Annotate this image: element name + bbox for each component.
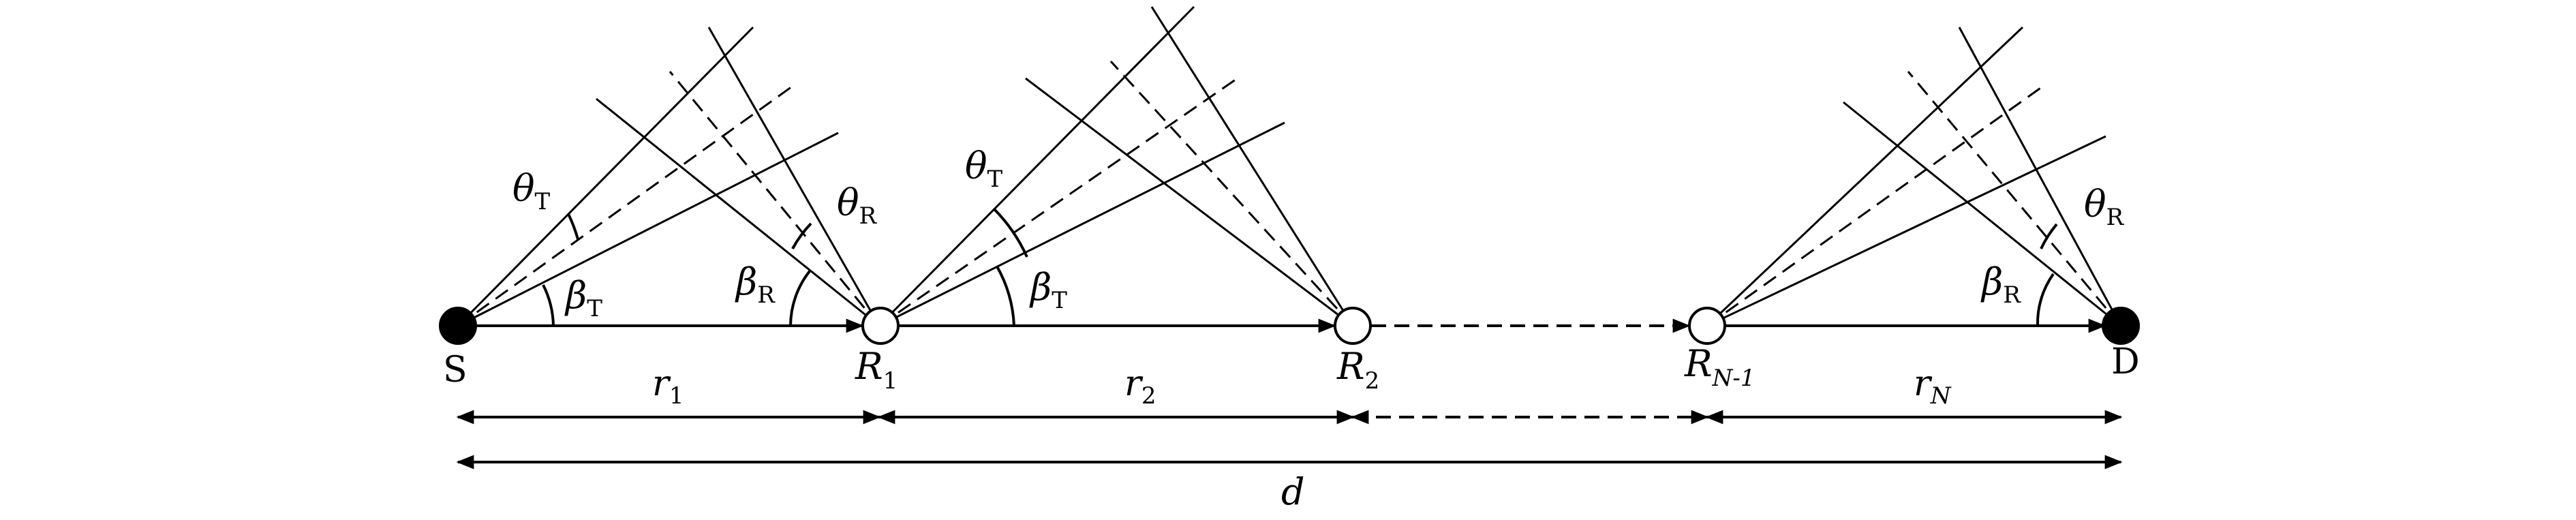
- label-rN-sub: N: [1930, 382, 1952, 410]
- label-relay-N-1: RN-1: [1684, 342, 1755, 392]
- tx-beam-RN1-lower: [1706, 135, 2106, 327]
- tx-beam-R1-lower: [878, 121, 1285, 327]
- rx-beam-R2-upper: [1025, 77, 1353, 327]
- label-d: d: [1281, 470, 1305, 513]
- label-beta-R-D-base: β: [1980, 260, 2003, 303]
- label-beta-R-D-sub: R: [2003, 281, 2021, 309]
- label-beta-R-R1-sub: R: [757, 281, 776, 309]
- label-theta-T-S: θT: [512, 167, 551, 215]
- tx-beam-S-upper: [457, 26, 754, 327]
- label-r2-base: r: [1124, 363, 1144, 404]
- label-theta-T-S-sub: T: [535, 188, 551, 215]
- label-beta-T-S-sub: T: [587, 295, 602, 322]
- label-beta-T-S: βT: [564, 274, 602, 322]
- label-r1-base: r: [652, 363, 671, 404]
- tx-beam-R1-upper: [878, 5, 1195, 327]
- tx-beam-S-lower: [457, 132, 839, 327]
- tx-beam-RN1-upper: [1706, 26, 2024, 327]
- label-theta-T-R1: θT: [965, 144, 1003, 193]
- label-relay-2: R2: [1336, 345, 1379, 395]
- node-destination: [2102, 307, 2140, 345]
- label-theta-T-R1-sub: T: [987, 166, 1003, 193]
- label-theta-R-R1-sub: R: [859, 202, 878, 230]
- label-beta-T-S-base: β: [564, 274, 587, 317]
- angle-arcs: [542, 207, 2058, 326]
- label-relay-1-sub: 1: [883, 367, 898, 395]
- node-relay-1: [861, 307, 900, 345]
- arc-beta-R-R1: [789, 270, 811, 326]
- label-theta-T-S-base: θ: [512, 167, 535, 210]
- rx-beam-R1-upper: [596, 97, 880, 327]
- label-r1: r1: [652, 363, 684, 410]
- rx-beam-R2-lower: [1150, 6, 1354, 326]
- distance-arrows: [456, 410, 2123, 470]
- label-theta-R-D: θR: [2084, 183, 2125, 231]
- label-r2-sub: 2: [1141, 382, 1156, 410]
- arc-beta-T-S: [542, 284, 555, 326]
- arc-theta-T-S: [567, 213, 579, 240]
- label-r1-sub: 1: [669, 382, 684, 410]
- label-beta-T-R1: βT: [1029, 266, 1067, 314]
- rx-beam-R1-axis: [669, 71, 880, 326]
- label-beta-R-R1: βR: [735, 260, 776, 309]
- label-relay-1-base: R: [855, 345, 883, 388]
- label-beta-R-R1-base: β: [735, 260, 757, 303]
- node-relay-2: [1334, 307, 1372, 345]
- label-beta-T-R1-base: β: [1029, 266, 1052, 309]
- label-relay-N-1-base: R: [1684, 342, 1713, 385]
- label-theta-T-R1-base: θ: [965, 144, 987, 187]
- tx-beam-R1-axis: [878, 75, 1241, 327]
- label-destination: D: [2111, 341, 2140, 382]
- beam-lines: [457, 5, 2122, 327]
- label-theta-R-R1-base: θ: [837, 181, 859, 224]
- rx-beam-D-upper: [1843, 101, 2121, 327]
- label-theta-R-R1: θR: [837, 181, 878, 230]
- label-beta-R-D: βR: [1980, 260, 2021, 309]
- label-theta-R-D-sub: R: [2106, 204, 2125, 231]
- rx-beam-R1-lower: [707, 27, 880, 326]
- label-source: S: [443, 350, 467, 391]
- label-relay-2-base: R: [1336, 345, 1365, 388]
- label-theta-R-D-base: θ: [2084, 183, 2106, 226]
- nodes: [439, 307, 2140, 345]
- arc-theta-T-R1: [992, 207, 1028, 258]
- label-beta-T-R1-sub: T: [1052, 287, 1067, 314]
- rx-beam-D-axis: [1907, 71, 2122, 326]
- arc-theta-R-D: [2040, 223, 2058, 249]
- label-relay-1: R1: [855, 345, 898, 395]
- rx-beam-D-lower: [1958, 27, 2122, 326]
- label-relay-2-sub: 2: [1365, 367, 1380, 395]
- label-rN-base: r: [1914, 363, 1933, 404]
- arc-beta-R-D: [2036, 273, 2055, 326]
- label-r2: r2: [1124, 363, 1156, 410]
- rx-beam-R2-axis: [1109, 60, 1354, 327]
- arc-beta-T-R1: [996, 266, 1015, 326]
- label-rN: rN: [1914, 363, 1952, 410]
- label-relay-N-1-sub: N-1: [1712, 365, 1755, 392]
- node-relay-N-1: [1688, 307, 1726, 345]
- node-source: [439, 307, 477, 345]
- arc-theta-R-R1: [791, 222, 812, 249]
